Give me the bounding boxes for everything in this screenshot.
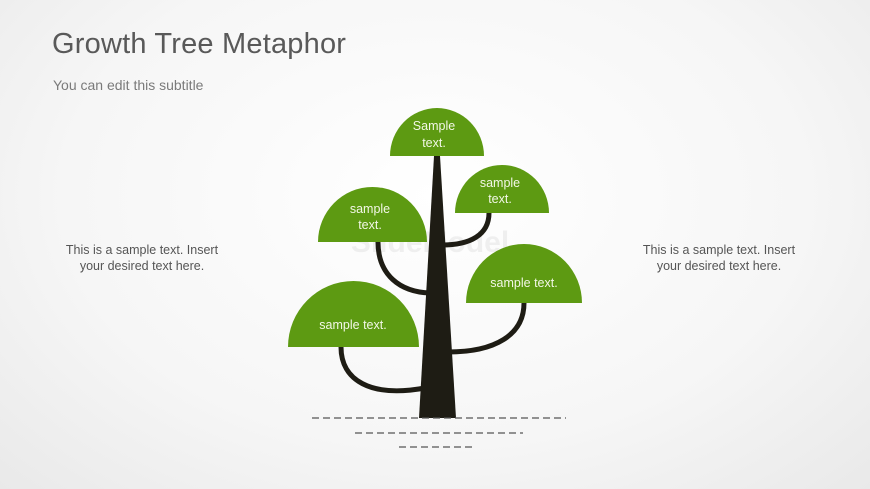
branch-left-upper [375,241,431,296]
leaf-left-upper [318,187,427,242]
leaf-left-lower [288,281,419,347]
branch-right-upper [441,212,492,248]
left-sample-text: This is a sample text. Insert your desir… [65,243,219,273]
leaf-text: sample [480,176,520,190]
leaf-text: sample text. [319,318,386,332]
slide-title: Growth Tree Metaphor [52,28,347,60]
leaf-text: text. [422,136,446,150]
ground-dashes [312,417,566,448]
leaf-right-upper [455,165,549,213]
branch-left-lower [338,346,426,394]
slide-subtitle: You can edit this subtitle [53,77,204,93]
leaf-text: text. [488,192,512,206]
branches [338,212,527,394]
leaf-text: sample text. [490,276,557,290]
leaf-top [390,108,484,156]
leaf-text: Sample [413,119,455,133]
leaf-text: text. [358,218,382,232]
right-sample-text: This is a sample text. Insert your desir… [642,243,796,273]
leaf-text: sample [350,202,390,216]
branch-right-lower [447,302,527,355]
trunk [419,156,456,418]
leaf-right-lower [466,244,582,303]
